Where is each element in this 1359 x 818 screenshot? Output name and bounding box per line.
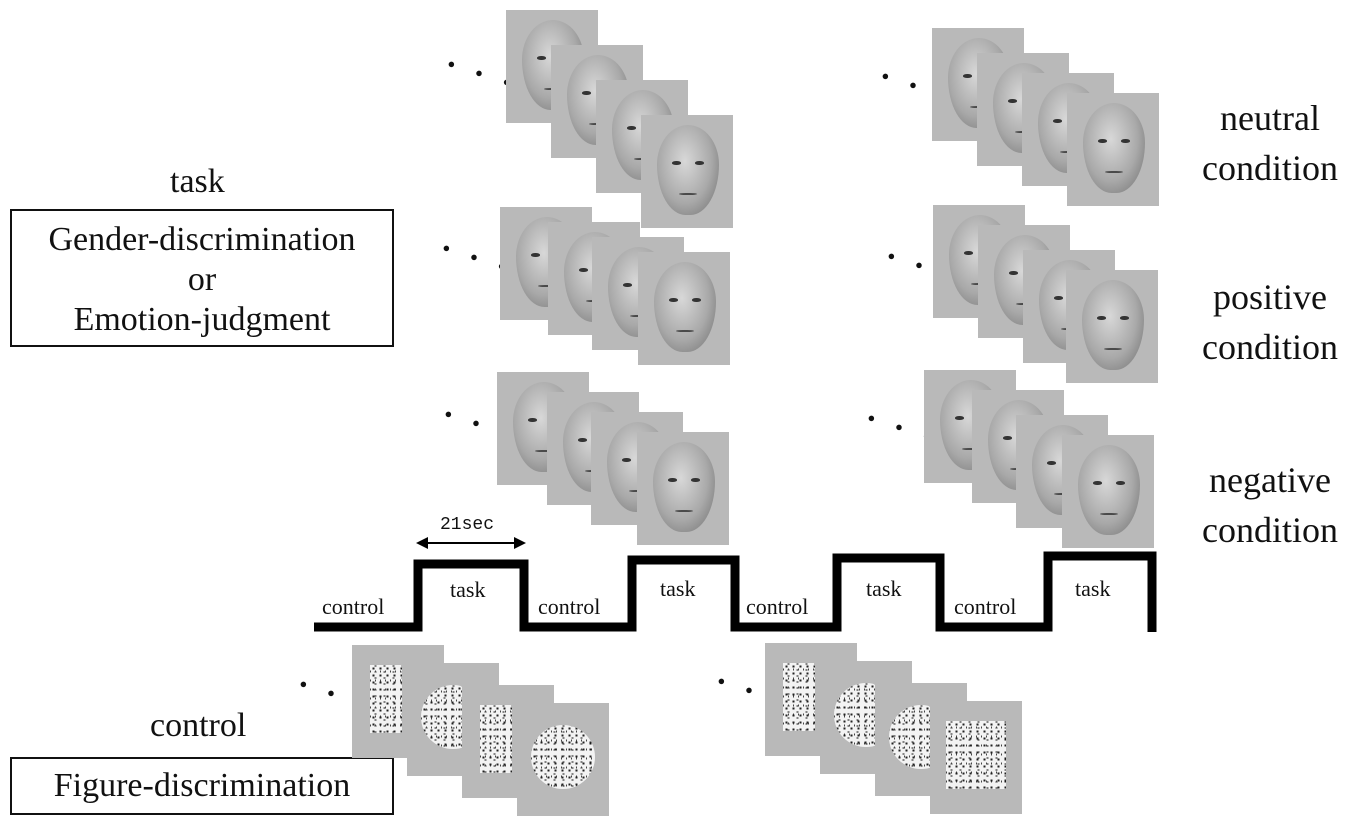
face-eye bbox=[692, 298, 702, 302]
face-eye bbox=[1046, 461, 1056, 465]
face-mouth bbox=[1099, 512, 1119, 516]
task-box-line1: Gender-discrimination bbox=[48, 221, 356, 258]
control-box: Figure-discrimination bbox=[10, 757, 394, 815]
timeline-block-label-1: control bbox=[322, 594, 385, 619]
face-mouth bbox=[674, 509, 694, 513]
condition-negative-suffix: condition bbox=[1202, 510, 1338, 550]
face-eye bbox=[1053, 296, 1063, 300]
face-stimulus-card bbox=[1067, 93, 1159, 206]
face-stimulus-card bbox=[637, 432, 729, 545]
face-eye bbox=[1002, 436, 1012, 440]
face-eye bbox=[1096, 316, 1106, 320]
control-heading: control bbox=[150, 707, 247, 744]
face-stimulus-card bbox=[641, 115, 733, 228]
face-mouth bbox=[534, 449, 554, 453]
face-eye bbox=[695, 161, 705, 165]
face-eye bbox=[1116, 481, 1126, 485]
figure-stimulus-card bbox=[930, 701, 1022, 814]
condition-label-positive: positive condition bbox=[1190, 272, 1350, 372]
condition-positive-word: positive bbox=[1213, 277, 1327, 317]
face-eye bbox=[671, 161, 681, 165]
condition-negative-word: negative bbox=[1209, 460, 1331, 500]
face-eye bbox=[622, 283, 632, 287]
face-stimulus-card bbox=[1066, 270, 1158, 383]
face-eye bbox=[1007, 99, 1017, 103]
face-stimulus-card bbox=[1062, 435, 1154, 548]
face-image bbox=[1082, 280, 1144, 370]
condition-neutral-word: neutral bbox=[1220, 98, 1320, 138]
duration-arrow-left-head bbox=[416, 537, 428, 549]
face-eye bbox=[1120, 316, 1130, 320]
face-image bbox=[1078, 445, 1140, 535]
duration-label: 21sec bbox=[440, 515, 495, 535]
condition-neutral-suffix: condition bbox=[1202, 148, 1338, 188]
scrambled-figure bbox=[370, 665, 402, 733]
face-image bbox=[657, 125, 719, 215]
face-mouth bbox=[675, 329, 695, 333]
face-eye bbox=[581, 91, 591, 95]
face-eye bbox=[668, 298, 678, 302]
face-mouth bbox=[961, 447, 981, 451]
face-eye bbox=[1008, 271, 1018, 275]
duration-arrow-right-head bbox=[514, 537, 526, 549]
timeline-block-label-4: task bbox=[660, 576, 696, 601]
face-eye bbox=[1121, 139, 1131, 143]
timeline-block-label-6: task bbox=[866, 576, 902, 601]
face-eye bbox=[691, 478, 701, 482]
face-mouth bbox=[1103, 347, 1123, 351]
face-eye bbox=[1052, 119, 1062, 123]
face-eye bbox=[954, 416, 964, 420]
face-image bbox=[653, 442, 715, 532]
scrambled-figure bbox=[531, 725, 595, 789]
face-stimulus-card bbox=[638, 252, 730, 365]
scrambled-figure bbox=[946, 721, 1006, 789]
face-mouth bbox=[1104, 170, 1124, 174]
face-eye bbox=[1092, 481, 1102, 485]
task-box: Gender-discrimination or Emotion-judgmen… bbox=[10, 209, 394, 347]
timeline-block-label-2: task bbox=[450, 577, 486, 602]
face-eye bbox=[577, 438, 587, 442]
face-eye bbox=[626, 126, 636, 130]
task-box-line3: Emotion-judgment bbox=[73, 301, 331, 338]
face-image bbox=[654, 262, 716, 352]
face-mouth bbox=[678, 192, 698, 196]
condition-positive-suffix: condition bbox=[1202, 327, 1338, 367]
control-box-line1: Figure-discrimination bbox=[53, 767, 351, 804]
face-eye bbox=[667, 478, 677, 482]
face-mouth bbox=[537, 284, 557, 288]
scrambled-figure bbox=[783, 663, 815, 731]
timeline-block-label-7: control bbox=[954, 594, 1017, 619]
task-box-line2: or bbox=[187, 261, 217, 298]
face-image bbox=[1083, 103, 1145, 193]
face-eye bbox=[1097, 139, 1107, 143]
task-heading: task bbox=[170, 163, 225, 200]
face-eye bbox=[578, 268, 588, 272]
condition-label-neutral: neutral condition bbox=[1190, 93, 1350, 193]
timeline-block-label-5: control bbox=[746, 594, 809, 619]
face-eye bbox=[962, 74, 972, 78]
face-eye bbox=[536, 56, 546, 60]
condition-label-negative: negative condition bbox=[1190, 455, 1350, 555]
figure-stimulus-card bbox=[517, 703, 609, 816]
timeline-block-label-8: task bbox=[1075, 576, 1111, 601]
face-eye bbox=[527, 418, 537, 422]
timeline-block-label-3: control bbox=[538, 594, 601, 619]
scrambled-figure bbox=[480, 705, 512, 773]
face-eye bbox=[963, 251, 973, 255]
timeline-waveform bbox=[314, 551, 1157, 632]
face-eye bbox=[530, 253, 540, 257]
face-eye bbox=[621, 458, 631, 462]
